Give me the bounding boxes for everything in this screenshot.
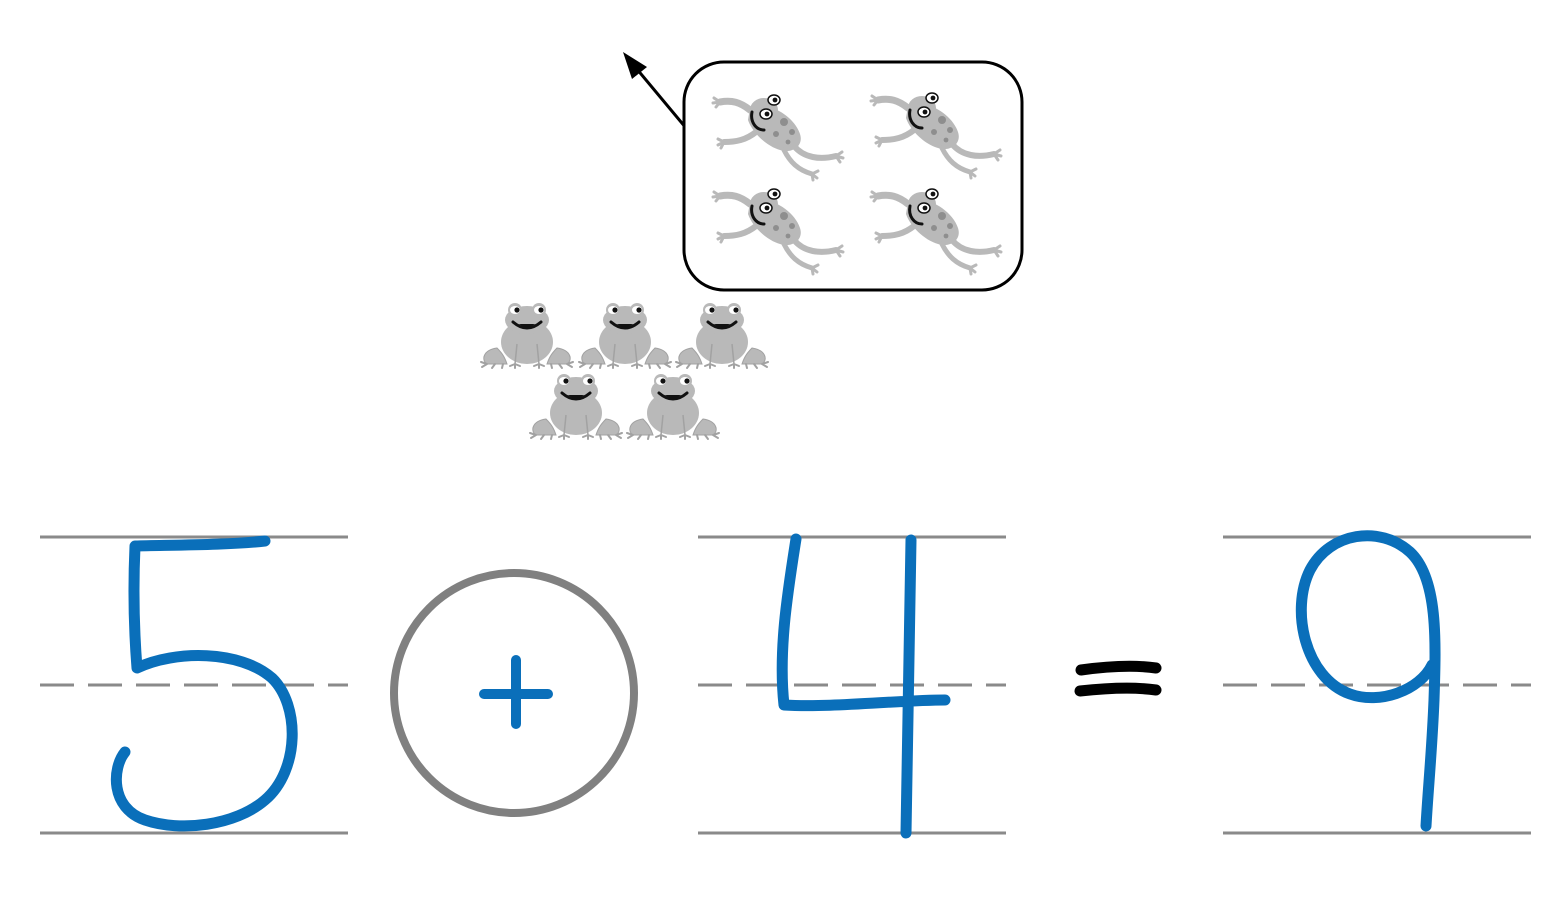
handwritten-digit-sum [1295,530,1441,832]
operator-circle [390,569,638,817]
arrow-up-left-icon [623,52,688,129]
sitting-frog-icon [577,301,673,370]
sitting-frog-icon [674,301,770,370]
sitting-frog-icon [479,301,575,370]
handwritten-digit-addend-1 [110,535,298,832]
sitting-frog-icon [528,372,624,441]
guide-lines-addend-2 [698,535,1006,835]
handwritten-plus-sign [479,655,553,729]
guide-lines-sum [1223,535,1531,835]
guide-lines-addend-1 [40,535,348,835]
handwritten-digit-addend-2 [776,533,951,839]
sitting-frog-icon [625,372,721,441]
equals-sign [1074,660,1162,697]
sitting-frogs-group [479,301,770,441]
